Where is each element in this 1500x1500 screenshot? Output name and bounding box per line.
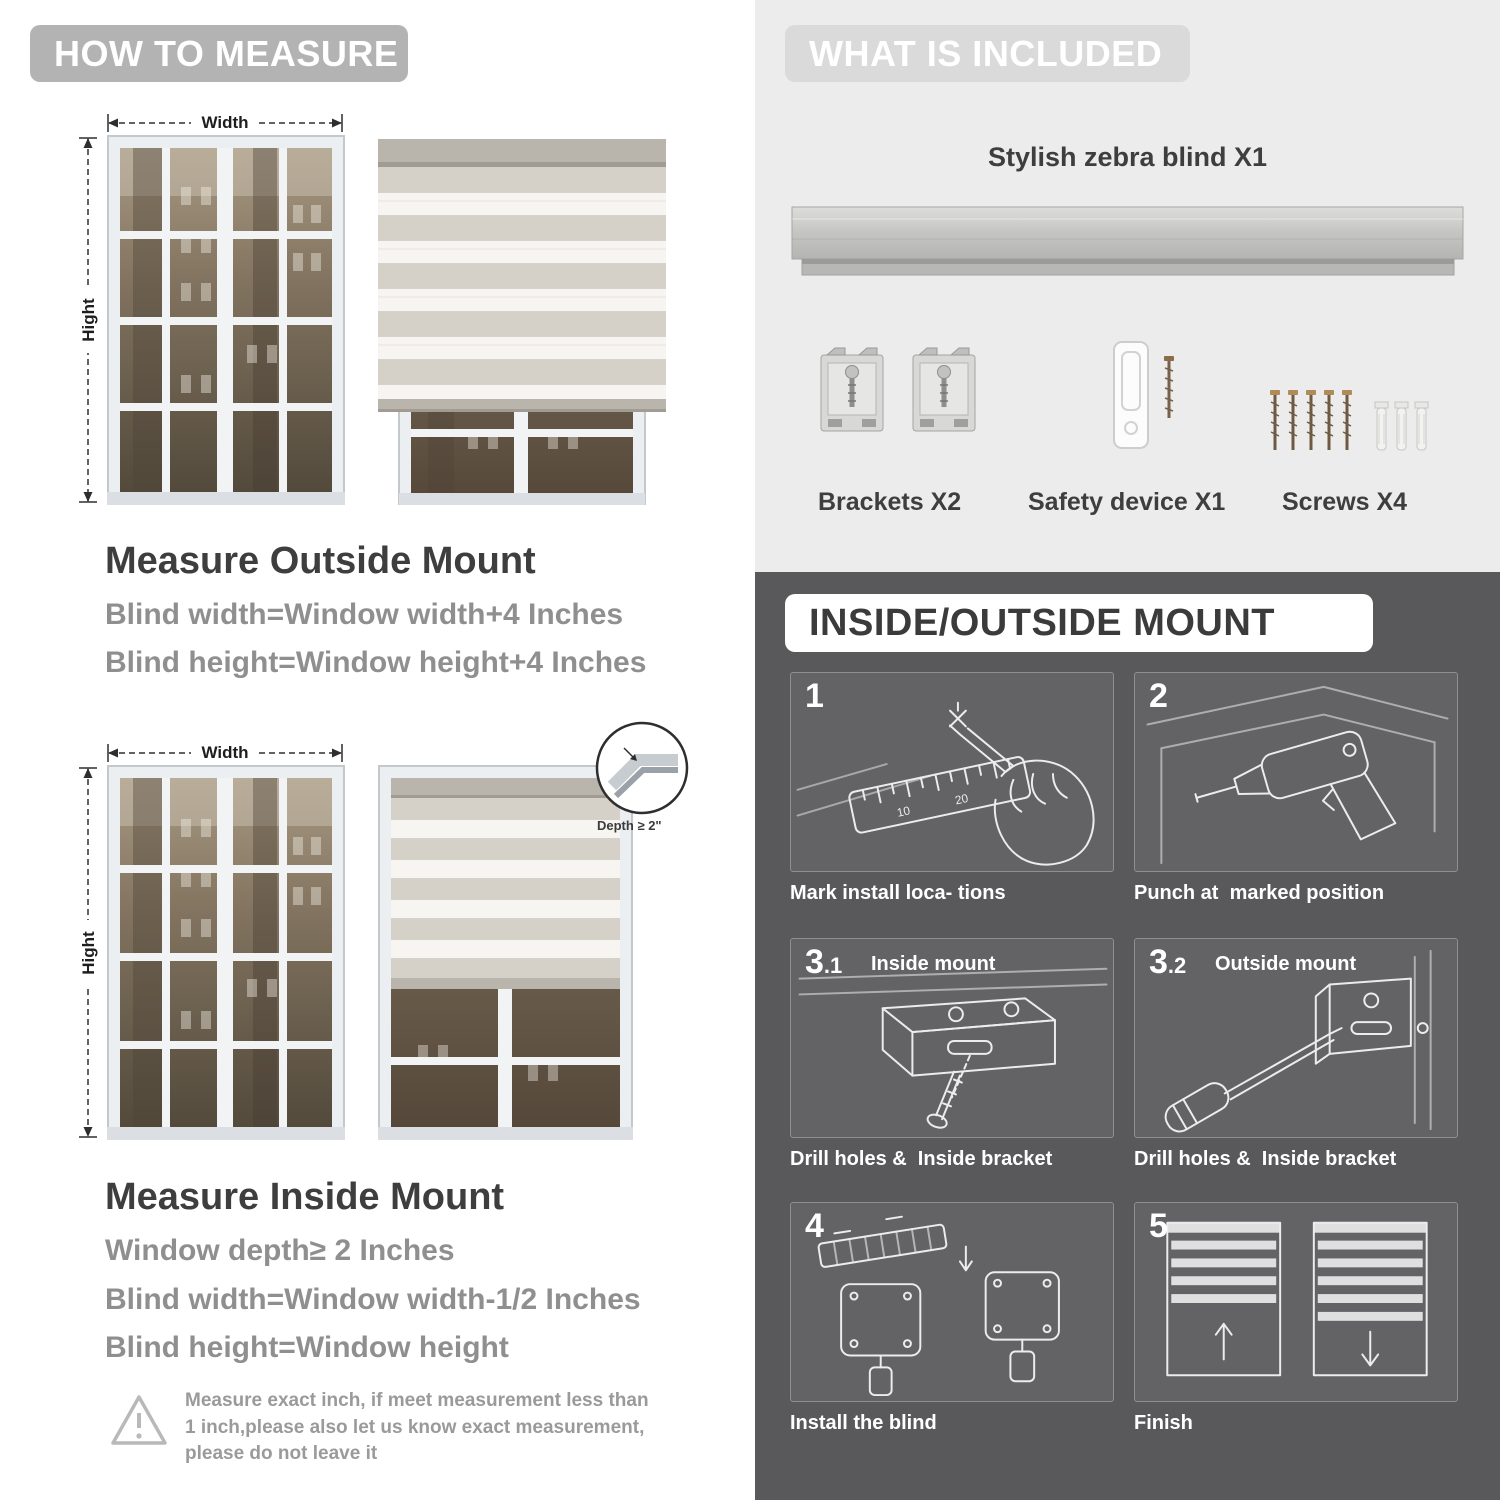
height-arrow-outside: Hight bbox=[77, 137, 99, 503]
safety-device-image bbox=[1113, 341, 1174, 449]
step-1-illustration: 1 10 20 bbox=[790, 672, 1114, 872]
outside-mount-title: Measure Outside Mount bbox=[105, 540, 536, 582]
step-number: 1 bbox=[805, 677, 824, 715]
height-arrow-inside: Hight bbox=[77, 767, 99, 1138]
depth-label: Depth ≥ 2" bbox=[597, 818, 662, 833]
how-to-measure-banner: HOW TO MEASURE bbox=[30, 25, 408, 82]
width-label-inside: Width bbox=[201, 743, 248, 762]
step-1: 1 10 20 Mark install loca- tions bbox=[790, 672, 1114, 905]
screw-icon bbox=[1164, 356, 1174, 418]
inside-mount-title: Measure Inside Mount bbox=[105, 1176, 505, 1218]
step-number: 2 bbox=[1149, 677, 1168, 715]
zebra-blind-illustration-outside bbox=[378, 139, 666, 505]
depth-detail-circle bbox=[595, 721, 689, 815]
inside-rule-depth: Window depth≥ 2 Inches bbox=[105, 1234, 455, 1267]
width-label-outside: Width bbox=[201, 113, 248, 132]
screws-label: Screws X4 bbox=[1282, 488, 1408, 516]
step-5-illustration: 5 bbox=[1134, 1202, 1458, 1402]
what-is-included-title: WHAT IS INCLUDED bbox=[809, 32, 1163, 74]
product-label: Stylish zebra blind X1 bbox=[987, 142, 1268, 172]
width-arrow-outside: Width bbox=[107, 112, 343, 134]
mount-title: INSIDE/OUTSIDE MOUNT bbox=[809, 601, 1276, 644]
step-caption: Drill holes & Inside bracket bbox=[790, 1148, 1053, 1170]
install-blind-drawing bbox=[817, 1215, 1060, 1397]
step-sub-label: Inside mount bbox=[871, 953, 996, 975]
step-caption: Drill holes & Inside bracket bbox=[1134, 1148, 1397, 1170]
included-section-background bbox=[755, 0, 1500, 572]
step-number: 4 bbox=[805, 1207, 824, 1245]
zebra-blind-cassette-image bbox=[791, 206, 1464, 276]
outside-bracket-drawing bbox=[1164, 949, 1432, 1133]
step-sub-label: Outside mount bbox=[1215, 953, 1357, 975]
wall-anchor-icons bbox=[1374, 401, 1429, 451]
step-3-1-illustration: 3.1 Inside mount bbox=[790, 938, 1114, 1138]
step-3-2-illustration: 3.2 Outside mount bbox=[1134, 938, 1458, 1138]
screw-icons bbox=[1270, 390, 1352, 450]
drill-drawing bbox=[1146, 685, 1449, 865]
svg-text:10: 10 bbox=[896, 803, 912, 820]
warning-triangle-icon bbox=[111, 1395, 167, 1445]
what-is-included-banner: WHAT IS INCLUDED bbox=[785, 25, 1190, 82]
step-4-illustration: 4 bbox=[790, 1202, 1114, 1402]
step-4: 4 bbox=[790, 1202, 1114, 1435]
height-label-inside: Hight bbox=[79, 931, 98, 975]
finish-blinds-drawing bbox=[1166, 1221, 1428, 1377]
brackets-label: Brackets X2 bbox=[818, 488, 962, 516]
step-number: 5 bbox=[1149, 1207, 1168, 1245]
step-3-1: 3.1 Inside mount Drill holes bbox=[790, 938, 1114, 1171]
step-caption: Punch at marked position bbox=[1134, 882, 1385, 904]
inside-rule-height: Blind height=Window height bbox=[105, 1331, 509, 1364]
step-2-illustration: 2 bbox=[1134, 672, 1458, 872]
step-number: 3.1 bbox=[805, 943, 843, 981]
screws-image bbox=[1270, 390, 1429, 451]
step-5: 5 bbox=[1134, 1202, 1458, 1435]
inside-bracket-drawing bbox=[798, 967, 1108, 1129]
bracket-icon bbox=[820, 347, 884, 432]
width-arrow-inside: Width bbox=[107, 742, 343, 764]
window-illustration-inside bbox=[107, 765, 345, 1140]
outside-rule-height: Blind height=Window height+4 Inches bbox=[105, 646, 647, 679]
safety-device-label: Safety device X1 bbox=[1028, 488, 1226, 516]
outside-rule-width: Blind width=Window width+4 Inches bbox=[105, 598, 624, 631]
step-caption: Finish bbox=[1134, 1412, 1193, 1434]
inside-rule-width: Blind width=Window width-1/2 Inches bbox=[105, 1283, 641, 1316]
how-to-measure-title: HOW TO MEASURE bbox=[54, 32, 399, 74]
step-2: 2 bbox=[1134, 672, 1458, 905]
bracket-icon bbox=[912, 347, 976, 432]
step-caption: Install the blind bbox=[790, 1412, 937, 1434]
mark-location-drawing: 10 20 bbox=[796, 701, 1095, 866]
brackets-image bbox=[820, 347, 976, 432]
zebra-stripes bbox=[378, 167, 666, 385]
height-label-outside: Hight bbox=[79, 298, 98, 342]
mount-banner: INSIDE/OUTSIDE MOUNT bbox=[785, 594, 1373, 652]
svg-text:20: 20 bbox=[954, 791, 970, 808]
step-caption: Mark install loca- tions bbox=[790, 882, 1006, 904]
window-illustration-outside bbox=[107, 135, 345, 505]
step-number: 3.2 bbox=[1149, 943, 1187, 981]
step-3-2: 3.2 Outside mount bbox=[1134, 938, 1458, 1171]
zebra-blind-illustration-inside bbox=[378, 765, 633, 1140]
reflected-buildings bbox=[181, 187, 321, 393]
warning-text: Measure exact inch, if meet measurement … bbox=[185, 1390, 649, 1465]
